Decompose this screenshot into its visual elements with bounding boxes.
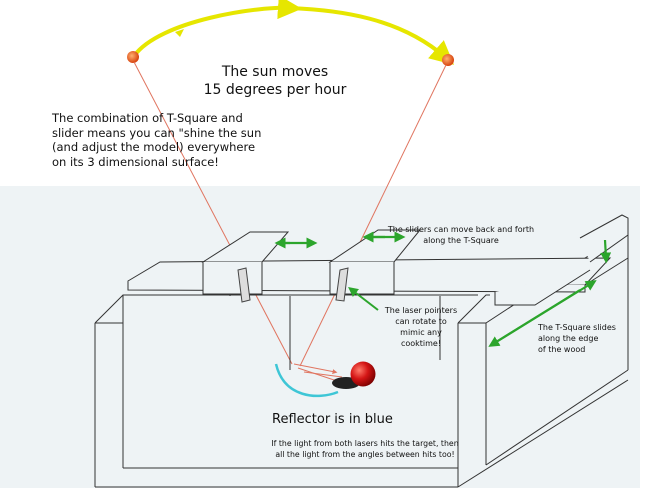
tsquare-arrow-diagonal [488, 280, 597, 347]
target-ball [350, 361, 376, 387]
sun-motion-title: The sun moves 15 degrees per hour [203, 64, 347, 98]
sun-path-arc [132, 0, 455, 65]
laser-pointer-right [335, 267, 349, 302]
tsquare-annotation: The T-Square slides along the edge of th… [538, 323, 616, 354]
light-rays [133, 61, 447, 384]
reflector-curve [274, 363, 339, 398]
sun-left [127, 51, 139, 63]
paper-background [0, 186, 640, 488]
intro-caption: The combination of T-Square and slider m… [52, 111, 262, 169]
sun-right [442, 54, 454, 66]
footnote: If the light from both lasers hits the t… [271, 439, 459, 459]
tsquare-arrow-vertical [600, 239, 612, 264]
reflector-label: Reflector is in blue [272, 412, 393, 427]
laser-arrow [348, 286, 379, 311]
sliders-annotation: The sliders can move back and forth alon… [387, 225, 535, 245]
laser-pointer-left [237, 267, 251, 303]
laser-annotation: The laser pointers can rotate to mimic a… [384, 306, 458, 348]
